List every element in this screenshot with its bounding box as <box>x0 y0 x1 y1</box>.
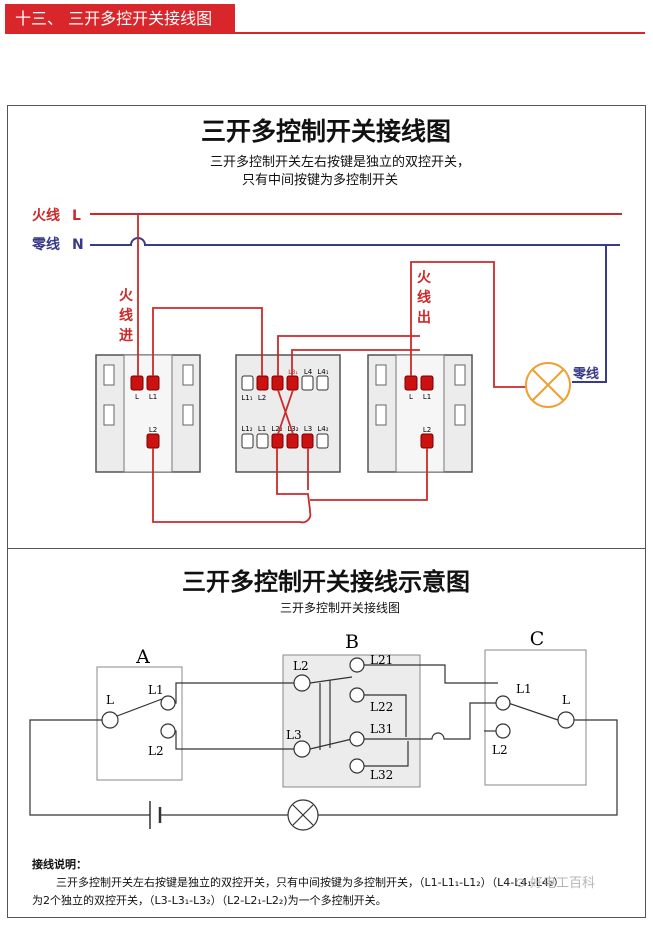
neutral-wire-letter: N <box>72 237 84 253</box>
top-diagram-subtitle-1: 三开多控制开关左右按键是独立的双控开关， <box>210 154 470 170</box>
live-in-char-2: 线 <box>119 307 133 324</box>
label-mid-top-2: L2 <box>258 394 266 402</box>
bottom-diagram-title: 三开多控制开关接线示意图 <box>182 568 470 596</box>
live-wire-letter: L <box>72 208 81 224</box>
wiring-notes: 接线说明： 三开多控制开关左右按键是独立的双控开关，只有中间按键为多控制开关，（… <box>32 856 632 910</box>
a-term-L: L <box>106 693 114 707</box>
box-c-label: C <box>530 628 545 650</box>
label-mid-top-5: L4 <box>304 368 313 376</box>
terminal-left-L1 <box>146 375 160 391</box>
live-wiring <box>137 214 526 524</box>
c-term-L2: L2 <box>492 743 508 757</box>
a-term-L1: L1 <box>148 683 164 697</box>
label-mid-bot-4: L3₂ <box>287 425 298 433</box>
live-in-char-1: 火 <box>119 288 134 304</box>
live-out-char-2: 线 <box>417 289 431 306</box>
section-header: 十三、 三开多控开关接线图 <box>0 0 653 38</box>
label-mid-top-6: L4₁ <box>317 368 328 376</box>
diagram-divider <box>7 548 646 549</box>
contact-points <box>101 657 575 774</box>
switch-middle <box>235 354 341 473</box>
label-mid-bot-2: L1 <box>258 425 266 433</box>
watermark: ⊙ 好电工百科 <box>515 872 640 898</box>
label-right-L: L <box>409 393 413 401</box>
watermark-text: 好电工百科 <box>530 876 596 891</box>
label-right-L2: L2 <box>423 426 431 434</box>
terminal-left-L2 <box>146 433 160 449</box>
a-term-L2: L2 <box>148 744 164 758</box>
header-rule <box>235 32 645 34</box>
label-right-L1: L1 <box>423 393 431 401</box>
b-term-L32: L32 <box>370 768 393 782</box>
terminal-right-L <box>404 375 418 391</box>
c-term-L: L <box>562 693 570 707</box>
b-term-L31: L31 <box>370 722 393 736</box>
switch-left <box>95 354 201 473</box>
c-term-L1: L1 <box>516 682 532 696</box>
section-label: 十三、 三开多控开关接线图 <box>5 4 235 34</box>
terminal-right-L2 <box>420 433 434 449</box>
label-mid-bot-1: L1₂ <box>241 425 252 433</box>
notes-title: 接线说明： <box>32 858 87 871</box>
wechat-icon: ⊙ <box>515 876 526 891</box>
middle-terminals-bottom <box>241 433 329 449</box>
neutral-wire-label: 零线 <box>31 236 60 253</box>
b-term-L22: L22 <box>370 700 393 714</box>
middle-terminals-top <box>241 375 329 391</box>
b-term-L21: L21 <box>370 653 393 667</box>
label-left-L1: L1 <box>149 393 157 401</box>
live-out-char-1: 火 <box>417 270 432 286</box>
label-left-L: L <box>135 393 139 401</box>
switch-a-blade <box>116 698 163 717</box>
notes-line-1: 三开多控制开关左右按键是独立的双控开关，只有中间按键为多控制开关，（L1-L1₁… <box>56 876 565 889</box>
label-mid-bot-3: L2₂ <box>271 425 282 433</box>
box-a-label: A <box>135 646 150 668</box>
schematic-wires <box>29 664 618 816</box>
top-diagram-title: 三开多控制开关接线图 <box>201 117 451 146</box>
lamp-icon <box>525 362 571 408</box>
box-b-label: B <box>345 631 359 653</box>
label-mid-bot-5: L3 <box>304 425 312 433</box>
label-mid-top-1: L1₁ <box>241 394 252 402</box>
live-in-char-3: 进 <box>119 328 133 344</box>
lamp-neutral-label: 零线 <box>572 366 599 382</box>
neutral-to-lamp-wire <box>572 245 607 383</box>
label-mid-top-3: L3₁ <box>288 369 298 376</box>
live-wire-label: 火线 <box>32 207 60 224</box>
label-mid-bot-6: L4₂ <box>317 425 328 433</box>
neutral-wire <box>90 237 620 246</box>
switch-right <box>367 354 473 473</box>
terminal-left-L <box>130 375 144 391</box>
label-left-L2: L2 <box>149 426 157 434</box>
notes-line-2: 为2个独立的双控开关，（L3-L3₁-L3₂）（L2-L2₁-L2₂)为一个多控… <box>32 894 387 907</box>
diagram-frame <box>7 105 646 918</box>
bottom-lamp-icon <box>287 799 319 831</box>
live-out-char-3: 出 <box>417 309 431 326</box>
terminal-right-L1 <box>420 375 434 391</box>
b-term-L3: L3 <box>286 728 302 742</box>
b-term-L2: L2 <box>293 659 309 673</box>
bottom-diagram-subtitle: 三开多控制开关接线图 <box>280 600 400 615</box>
top-diagram-subtitle-2: 只有中间按键为多控制开关 <box>242 172 398 188</box>
